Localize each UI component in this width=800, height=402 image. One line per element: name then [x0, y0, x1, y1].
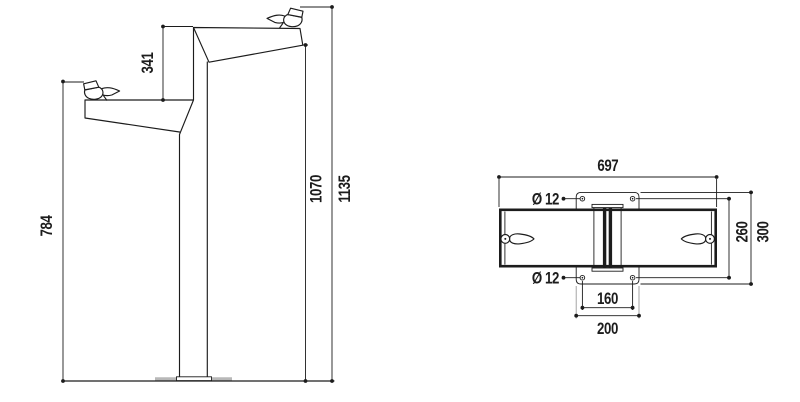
dim-1135-label: 1135: [336, 175, 355, 203]
lower-bubbler-icon: [83, 80, 121, 101]
hole-dia-top-label: Ø 12: [532, 190, 559, 209]
callout-hole-dia-bottom: Ø 12: [532, 269, 580, 288]
left-bubbler-plan-icon: [500, 233, 535, 245]
dim-300: 300: [640, 190, 773, 286]
mounting-holes: [579, 195, 636, 281]
fountain-side-outline: [84, 26, 208, 378]
side-elevation-view: 341 784 1070: [38, 5, 354, 383]
upper-deck-slab: [192, 26, 304, 63]
dim-160-label: 160: [597, 290, 618, 309]
dim-260-label: 260: [733, 222, 752, 243]
callout-hole-dia-top: Ø 12: [532, 190, 580, 209]
dim-1070: 1070: [302, 43, 326, 383]
dim-784-label: 784: [38, 215, 57, 237]
hole-dia-bottom-label: Ø 12: [532, 269, 559, 288]
dim-1135: 1135: [300, 5, 354, 383]
trough-body: [498, 208, 717, 268]
dim-200-label: 200: [597, 320, 618, 339]
dim-300-label: 300: [754, 222, 773, 243]
base-foot-plate: [176, 376, 212, 382]
dim-784: 784: [38, 79, 84, 383]
dim-160: 160: [580, 281, 635, 310]
plan-top-view: 697 Ø 12 Ø 12 260: [497, 157, 773, 338]
dim-341: 341: [139, 24, 193, 102]
right-bubbler-plan-icon: [680, 233, 715, 245]
dim-1070-label: 1070: [307, 175, 326, 203]
dim-200: 200: [574, 286, 641, 338]
dim-341-label: 341: [139, 52, 158, 74]
dim-697-label: 697: [597, 157, 618, 176]
upper-bubbler-icon: [266, 7, 304, 29]
center-column: [591, 203, 624, 272]
dim-260: 260: [636, 196, 752, 280]
dim-697: 697: [497, 157, 719, 207]
